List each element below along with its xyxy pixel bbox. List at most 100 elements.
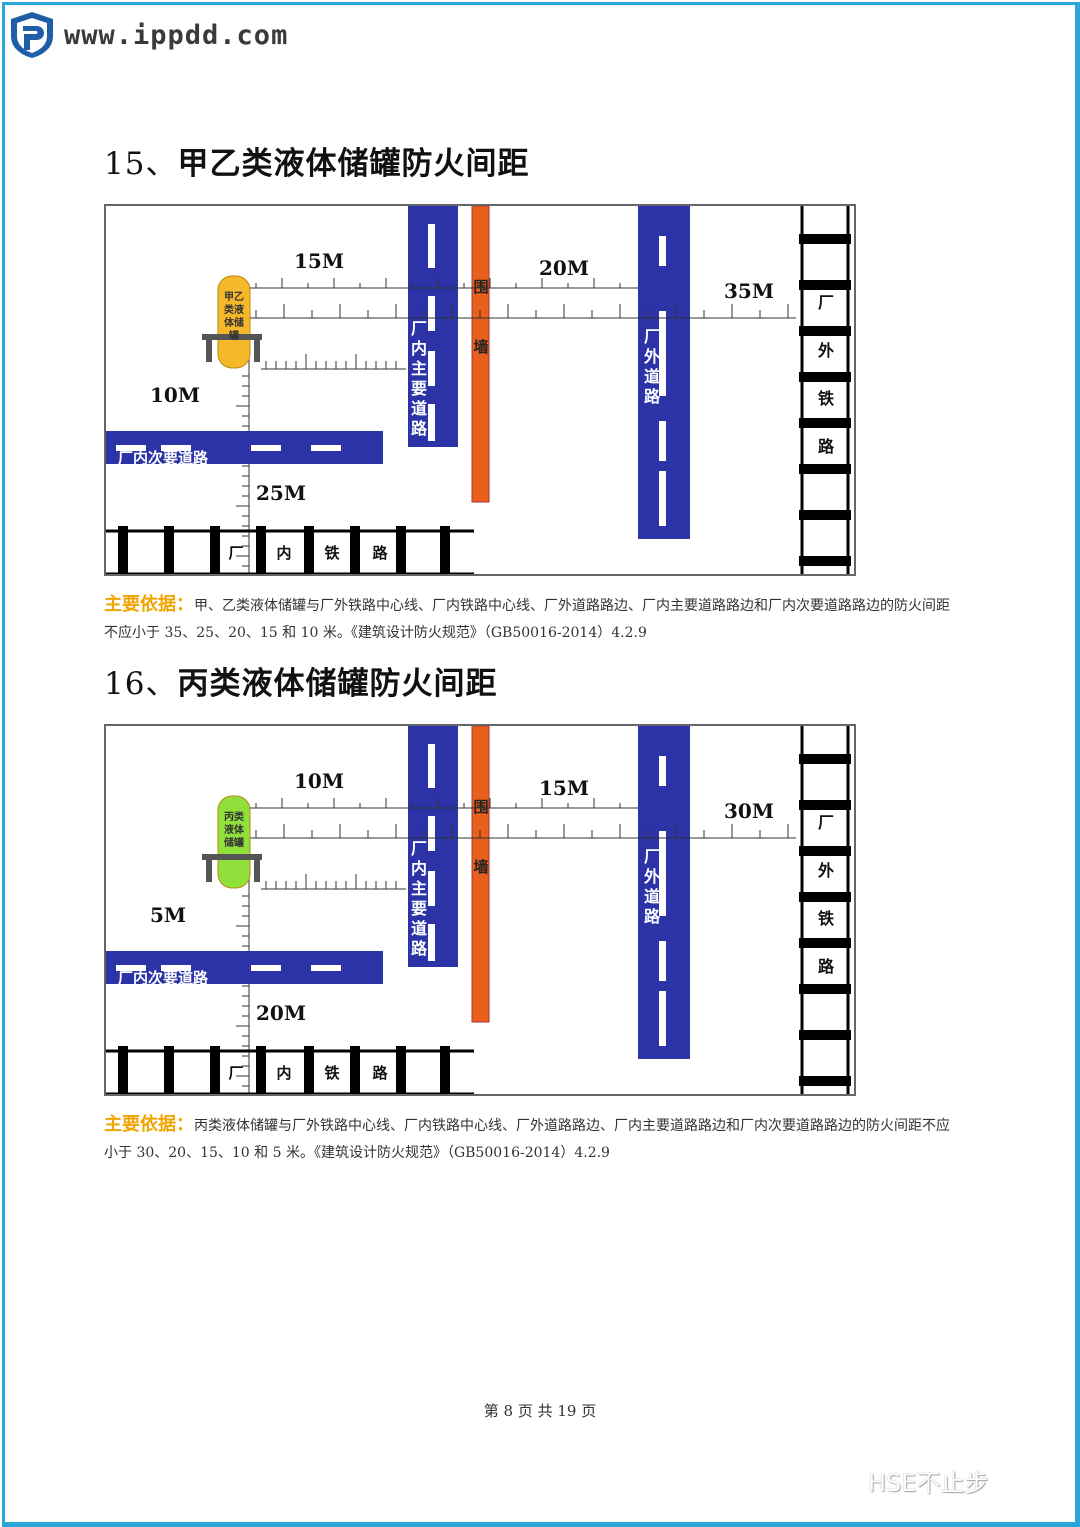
- inner-railway-tie: [350, 1046, 360, 1094]
- outer-railway-tie: [799, 754, 851, 764]
- inner-railway-tie: [210, 1046, 220, 1094]
- road-lane-marking: [659, 941, 666, 981]
- outer-railway-tie: [799, 800, 851, 810]
- inner-railway-label: 路: [372, 544, 388, 562]
- inner-main-road-label: 内: [411, 859, 427, 878]
- distance-outer-road: 20M: [539, 256, 589, 280]
- secondary-road-label: 厂内次要道路: [118, 969, 209, 987]
- outer-railway-label: 路: [818, 957, 835, 976]
- outer-road-label: 道: [644, 887, 660, 906]
- inner-railway-label: 内: [276, 544, 291, 562]
- inner-main-road-label: 路: [411, 419, 428, 438]
- road-lane-marking: [428, 744, 435, 788]
- inner-main-road-label: 路: [411, 939, 428, 958]
- storage-tank: [217, 275, 251, 369]
- section-title: 丙类液体储罐防火间距: [177, 666, 498, 702]
- road-lane-marking: [659, 831, 666, 916]
- tank-label: 体储: [224, 316, 244, 329]
- road-lane-marking: [428, 404, 435, 441]
- outer-railway-tie: [799, 372, 851, 382]
- road-lane-marking: [311, 965, 341, 971]
- outer-railway-tie: [799, 510, 851, 520]
- inner-railway-tie: [304, 526, 314, 574]
- inner-railway-tie: [440, 1046, 450, 1094]
- inner-railway-tie: [164, 1046, 174, 1094]
- basis-label: 主要依据：: [104, 594, 194, 615]
- distance-outer-road: 15M: [539, 776, 589, 800]
- page-number: 第 8 页 共 19 页: [483, 1402, 597, 1420]
- inner-railway-label: 铁: [324, 1064, 339, 1082]
- tank-label: 液体: [224, 823, 245, 836]
- road-lane-marking: [659, 756, 666, 786]
- inner-railway-tie: [440, 526, 450, 574]
- inner-railway-label: 厂: [228, 544, 243, 562]
- outer-road-label: 路: [644, 387, 661, 406]
- outer-railway-label: 路: [818, 437, 835, 456]
- inner-railway-tie: [350, 526, 360, 574]
- basis-text: 甲、乙类液体储罐与厂外铁路中心线、厂内铁路中心线、厂外道路路边、厂内主要道路路边…: [104, 598, 950, 641]
- tank-clamp: [202, 854, 262, 860]
- outer-road-label: 厂: [644, 847, 660, 866]
- distance-inner-railway: 20M: [256, 1001, 306, 1025]
- distance-main-road: 15M: [294, 249, 344, 273]
- basis-text: 丙类液体储罐与厂外铁路中心线、厂内铁路中心线、厂外道路路边、厂内主要道路路边和厂…: [104, 1118, 950, 1161]
- tank-label: 罐: [228, 329, 239, 342]
- tank-clamp: [254, 334, 260, 362]
- distance-outer-railway: 30M: [724, 799, 774, 823]
- section-title: 甲乙类液体储罐防火间距: [177, 146, 530, 182]
- road-lane-marking: [428, 351, 435, 386]
- shield-logo-icon: [11, 12, 53, 58]
- inner-main-road-label: 厂: [411, 839, 427, 858]
- outer-railway-tie: [799, 984, 851, 994]
- inner-railway-tie: [118, 1046, 128, 1094]
- wall-label: 围: [473, 798, 488, 816]
- road-lane-marking: [251, 445, 281, 451]
- basis-caption: 主要依据：丙类液体储罐与厂外铁路中心线、厂内铁路中心线、厂外道路路边、厂内主要道…: [104, 1111, 954, 1167]
- section-number: 15、: [104, 146, 178, 182]
- road-lane-marking: [161, 965, 191, 971]
- tank-label: 类液: [224, 303, 244, 316]
- outer-road-label: 外: [643, 347, 660, 366]
- storage-tank: [217, 795, 251, 889]
- inner-railway-tie: [164, 526, 174, 574]
- inner-railway-label: 厂: [228, 1064, 243, 1082]
- outer-road-label: 道: [644, 367, 660, 386]
- distance-main-road: 10M: [294, 769, 344, 793]
- inner-main-road-label: 主: [411, 879, 427, 898]
- inner-railway-tie: [396, 526, 406, 574]
- basis-caption: 主要依据：甲、乙类液体储罐与厂外铁路中心线、厂内铁路中心线、厂外道路路边、厂内主…: [104, 591, 954, 647]
- outer-railway-tie: [799, 1076, 851, 1086]
- distance-secondary-road: 10M: [150, 383, 200, 407]
- wall-label: 墙: [473, 858, 488, 876]
- road-lane-marking: [659, 236, 666, 266]
- inner-railway-label: 铁: [324, 544, 339, 562]
- road-lane-marking: [428, 224, 435, 268]
- logo-text: www.ippdd.com: [64, 19, 289, 51]
- road-lane-marking: [428, 924, 435, 961]
- fire-wall: [471, 726, 490, 1023]
- section-heading-16: 16、丙类液体储罐防火间距: [104, 658, 497, 703]
- inner-main-road-label: 道: [411, 919, 427, 938]
- tank-clamp: [254, 854, 260, 882]
- outer-railway-label: 外: [817, 341, 834, 360]
- tank-clamp: [206, 334, 212, 362]
- road-lane-marking: [659, 421, 666, 461]
- inner-railway-tie: [118, 526, 128, 574]
- outer-railway-tie: [799, 418, 851, 428]
- tank-label: 甲乙: [224, 291, 244, 303]
- road-lane-marking: [659, 471, 666, 526]
- road-lane-marking: [116, 445, 146, 451]
- outer-railway-tie: [799, 234, 851, 244]
- inner-main-road-label: 内: [411, 339, 427, 358]
- site-logo: www.ippdd.com: [8, 10, 288, 60]
- road-lane-marking: [311, 445, 341, 451]
- outer-railway-tie: [799, 846, 851, 856]
- section-number: 16、: [104, 666, 178, 702]
- tank-label: 丙类: [224, 810, 244, 823]
- road-lane-marking: [161, 445, 191, 451]
- outer-railway-label: 外: [817, 861, 834, 880]
- outer-railway-tie: [799, 326, 851, 336]
- road-lane-marking: [659, 311, 666, 396]
